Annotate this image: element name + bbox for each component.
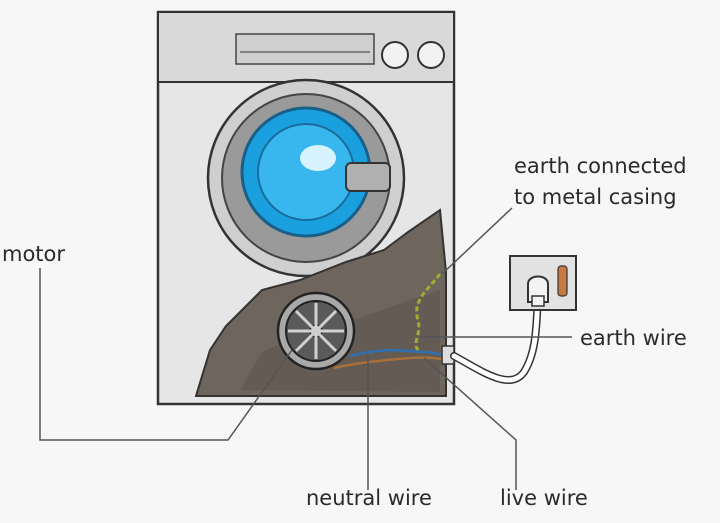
leader-motor (39, 268, 293, 441)
plug-stem (531, 295, 545, 307)
door-handle (345, 162, 391, 192)
drum-highlight (300, 145, 336, 171)
neutral-wire-path (349, 348, 447, 358)
power-cable-inner (451, 297, 541, 383)
label-live-wire: live wire (500, 486, 588, 510)
leader-live-wire (423, 357, 517, 490)
socket-switch (557, 265, 568, 297)
detergent-drawer (235, 33, 375, 65)
label-earth-wire: earth wire (580, 326, 687, 350)
label-motor: motor (2, 242, 66, 266)
earth-wire-path (414, 273, 442, 354)
drum-inner (257, 123, 355, 221)
leader-earth-casing (441, 207, 513, 275)
control-knob-1 (381, 41, 409, 69)
label-neutral-wire: neutral wire (306, 486, 432, 510)
motor-icon (276, 291, 356, 371)
label-earth-casing-line2: to metal casing (514, 185, 677, 209)
live-wire-path (333, 356, 447, 370)
label-earth-casing-line1: earth connected (514, 154, 687, 178)
control-knob-2 (417, 41, 445, 69)
